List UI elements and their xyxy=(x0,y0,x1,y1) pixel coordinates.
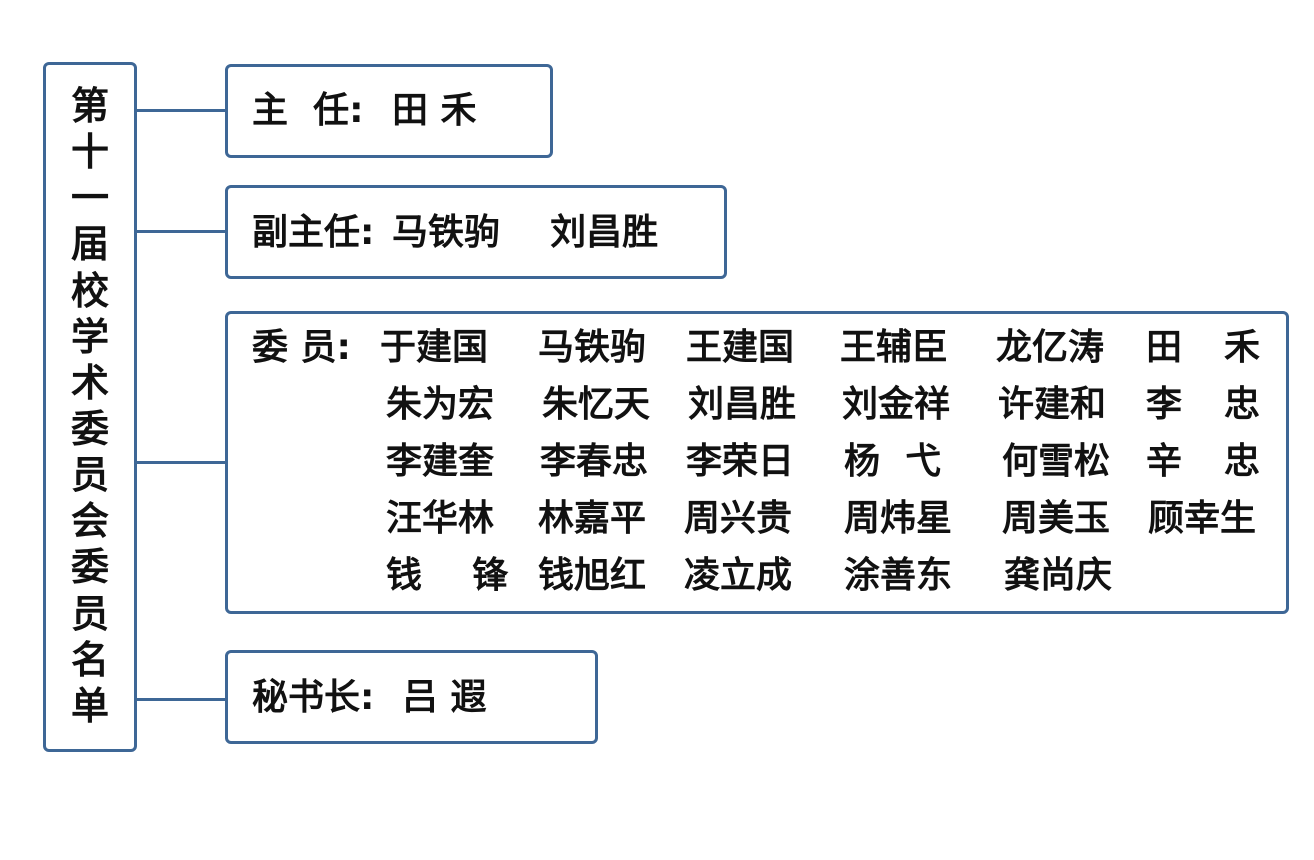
member-name: 钱 锋 xyxy=(386,555,509,596)
member-name: 禾 xyxy=(1224,327,1261,368)
title-char: 单 xyxy=(70,683,109,728)
director-name: 田 禾 xyxy=(392,90,477,131)
member-name: 刘昌胜 xyxy=(688,384,797,425)
members-label: 委 员: xyxy=(252,327,351,368)
member-name: 龚尚庆 xyxy=(1004,555,1113,596)
member-name: 周炜星 xyxy=(844,498,953,539)
member-name: 钱旭红 xyxy=(538,555,647,596)
member-name: 涂善东 xyxy=(844,555,953,596)
secretary-name: 吕 遐 xyxy=(402,677,487,718)
title-char: 第 xyxy=(70,84,109,128)
title-char: 员 xyxy=(70,591,109,636)
title-char: 员 xyxy=(70,453,109,498)
member-name: 刘金祥 xyxy=(842,384,951,425)
connector-deputy xyxy=(137,230,225,233)
member-name: 朱忆天 xyxy=(542,384,651,425)
member-name: 王建国 xyxy=(686,327,795,368)
title-char: 会 xyxy=(70,499,109,544)
member-name: 李荣日 xyxy=(686,441,795,482)
member-name: 忠 xyxy=(1224,441,1261,482)
title-char: 委 xyxy=(70,545,109,590)
member-name: 杨 弋 xyxy=(844,441,942,482)
connector-director xyxy=(137,109,225,112)
member-name: 王辅臣 xyxy=(840,327,949,368)
member-name: 辛 xyxy=(1146,441,1183,482)
title-char: 一 xyxy=(70,176,109,221)
secretary-label: 秘书长: xyxy=(252,677,375,718)
title-char: 委 xyxy=(70,406,109,451)
member-name: 周兴贵 xyxy=(684,498,793,539)
member-name: 许建和 xyxy=(998,384,1107,425)
member-name: 顾幸生 xyxy=(1148,498,1257,539)
member-name: 于建国 xyxy=(380,327,489,368)
deputy-box: 副主任: 马铁驹 刘昌胜 xyxy=(225,185,727,279)
member-name: 凌立成 xyxy=(684,555,793,596)
member-name: 汪华林 xyxy=(386,498,495,539)
member-name: 李春忠 xyxy=(540,441,649,482)
member-name: 李 xyxy=(1146,384,1183,425)
member-name: 田 xyxy=(1146,327,1183,368)
member-name: 忠 xyxy=(1224,384,1261,425)
title-char: 十 xyxy=(70,130,109,175)
connector-secretary xyxy=(137,698,225,701)
member-name: 朱为宏 xyxy=(386,384,495,425)
deputy-names: 马铁驹 刘昌胜 xyxy=(392,212,659,253)
secretary-box: 秘书长: 吕 遐 xyxy=(225,650,598,744)
member-name: 马铁驹 xyxy=(538,327,647,368)
member-name: 龙亿涛 xyxy=(996,327,1105,368)
deputy-label: 副主任: xyxy=(252,212,375,253)
member-name: 李建奎 xyxy=(386,441,495,482)
title-box: 第 十 一 届 校 学 术 委 员 会 委 员 名 单 xyxy=(43,62,137,752)
director-label: 主 任: xyxy=(252,90,364,131)
members-box: 委 员: 于建国 马铁驹 王建国 王辅臣 龙亿涛 田 禾 朱为宏 朱忆天 刘昌胜… xyxy=(225,311,1289,614)
title-char: 届 xyxy=(70,222,109,267)
member-name: 何雪松 xyxy=(1002,441,1111,482)
member-name: 林嘉平 xyxy=(538,498,647,539)
member-name: 周美玉 xyxy=(1002,498,1111,539)
director-box: 主 任: 田 禾 xyxy=(225,64,553,158)
title-char: 校 xyxy=(70,268,109,313)
connector-members xyxy=(137,461,225,464)
title-char: 名 xyxy=(70,637,109,682)
title-char: 学 xyxy=(70,314,109,359)
title-char: 术 xyxy=(70,360,109,405)
